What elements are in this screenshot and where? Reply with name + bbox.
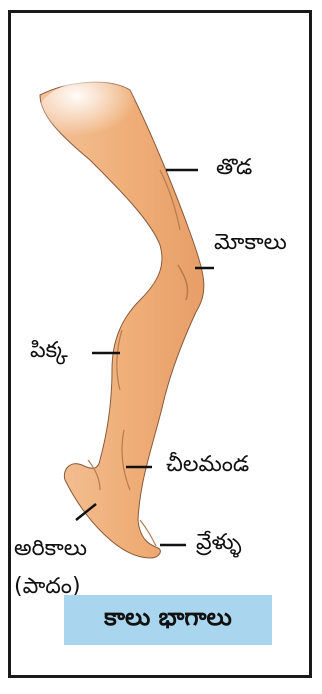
label-calf: పిక్క [30, 340, 68, 362]
label-ankle: చీలమండ [166, 454, 249, 476]
label-thigh: తొడ [216, 157, 252, 179]
diagram-caption: కాలు భాగాలు [64, 595, 272, 645]
label-toes: వ్రేళ్ళు [196, 532, 242, 554]
label-knee: మోకాలు [214, 232, 287, 254]
label-sole: అరికాలు [14, 538, 87, 560]
